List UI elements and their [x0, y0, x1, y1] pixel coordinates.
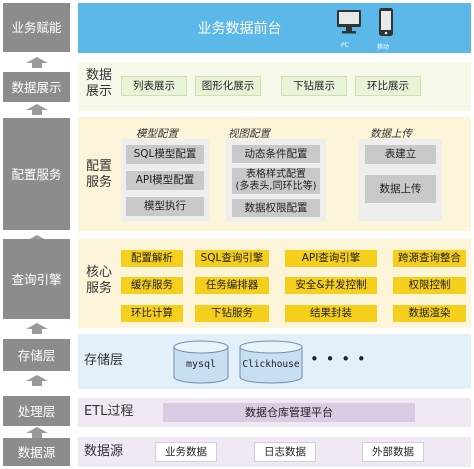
- up-arrow-icon: [26, 323, 48, 334]
- database-cylinder-icon: [173, 340, 229, 384]
- view-config-group: 动态条件配置 表格样式配置 (多表头,同环比等) 数据权限配置: [226, 139, 326, 221]
- config-parse-item: 配置解析: [121, 250, 183, 267]
- etl-panel: ETL过程 数据仓库管理平台: [78, 398, 471, 427]
- more-dots: • • • •: [310, 350, 367, 368]
- business-data-item: 业务数据: [155, 442, 217, 462]
- cache-service-item: 缓存服务: [121, 277, 183, 294]
- data-upload-group: 表建立 数据上传: [359, 139, 442, 221]
- clickhouse-label: Clickhouse: [242, 359, 300, 370]
- mom-display-item: 环比展示: [355, 76, 421, 96]
- mysql-database: mysql: [173, 340, 229, 384]
- permission-control-item: 权限控制: [393, 277, 466, 294]
- mobile-label: 移动: [377, 44, 390, 51]
- data-source-title: 数据源: [84, 444, 124, 459]
- core-service-panel: 核心服务 配置解析 SQL查询引擎 API查询引擎 跨源查询整合 缓存服务 任务…: [78, 239, 471, 328]
- data-source-panel: 数据源 业务数据 日志数据 外部数据: [78, 437, 471, 467]
- mysql-label: mysql: [185, 359, 217, 370]
- model-config-group: SQL模型配置 API模型配置 模型执行: [121, 139, 209, 221]
- table-style-config-item: 表格样式配置 (多表头,同环比等): [232, 168, 320, 194]
- view-config-title: 视图配置: [228, 128, 270, 140]
- security-concurrency-item: 安全&并发控制: [285, 277, 377, 294]
- clickhouse-database: Clickhouse: [239, 340, 303, 384]
- etl-title: ETL过程: [84, 404, 134, 419]
- up-arrow-icon: [26, 427, 48, 438]
- up-arrow-icon: [26, 57, 48, 68]
- up-arrow-icon: [26, 104, 48, 115]
- api-query-engine-item: API查询引擎: [285, 250, 377, 267]
- drilldown-display-item: 下钻展示: [281, 76, 347, 96]
- business-front-title: 业务数据前台: [197, 21, 282, 37]
- model-execute-item: 模型执行: [126, 197, 204, 216]
- task-orchestrator-item: 任务编排器: [195, 277, 269, 294]
- pc-label: PC: [341, 42, 349, 49]
- mobile-phone-icon: [379, 8, 393, 36]
- cross-source-query-item: 跨源查询整合: [393, 250, 466, 267]
- table-create-item: 表建立: [365, 145, 436, 164]
- config-service-panel: 配置服务 模型配置 SQL模型配置 API模型配置 模型执行 视图配置 动态条件…: [78, 117, 471, 231]
- data-render-item: 数据渲染: [393, 305, 466, 322]
- drilldown-service-item: 下钻服务: [195, 305, 269, 322]
- up-arrow-icon: [26, 375, 48, 386]
- core-service-title: 核心服务: [86, 265, 113, 297]
- dynamic-condition-config-item: 动态条件配置: [232, 145, 320, 163]
- config-service-title: 配置服务: [86, 159, 113, 191]
- storage-title: 存储层: [84, 353, 124, 368]
- storage-panel: 存储层 mysql Clickhouse • • • •: [78, 334, 471, 389]
- log-data-item: 日志数据: [254, 442, 316, 462]
- layer-processing: 处理层: [3, 396, 70, 426]
- list-display-item: 列表展示: [121, 76, 187, 96]
- data-permission-config-item: 数据权限配置: [232, 199, 320, 217]
- layer-storage: 存储层: [3, 339, 70, 371]
- graphic-display-item: 图形化展示: [195, 76, 261, 96]
- data-display-panel: 数据展示 列表展示 图形化展示 下钻展示 环比展示: [78, 62, 471, 111]
- api-model-config-item: API模型配置: [126, 171, 204, 190]
- mom-calc-item: 环比计算: [121, 305, 183, 322]
- layer-data-source: 数据源: [3, 438, 70, 466]
- sql-model-config-item: SQL模型配置: [126, 145, 204, 164]
- layer-business-enablement: 业务赋能: [3, 3, 70, 52]
- business-front-panel: 业务数据前台 PC 移动: [78, 3, 471, 53]
- result-wrap-item: 结果封装: [285, 305, 377, 322]
- data-upload-item: 数据上传: [365, 175, 436, 203]
- sql-query-engine-item: SQL查询引擎: [195, 250, 269, 267]
- monitor-icon: [337, 10, 361, 34]
- external-data-item: 外部数据: [362, 442, 424, 462]
- model-config-title: 模型配置: [136, 128, 178, 140]
- data-warehouse-platform: 数据仓库管理平台: [163, 403, 415, 422]
- layer-data-display: 数据展示: [3, 72, 70, 102]
- layer-query-engine: 查询引擎: [3, 239, 70, 319]
- data-upload-title: 数据上传: [370, 128, 412, 140]
- data-display-title: 数据展示: [86, 68, 113, 100]
- database-cylinder-icon: [239, 340, 303, 384]
- layer-config-service: 配置服务: [3, 118, 70, 230]
